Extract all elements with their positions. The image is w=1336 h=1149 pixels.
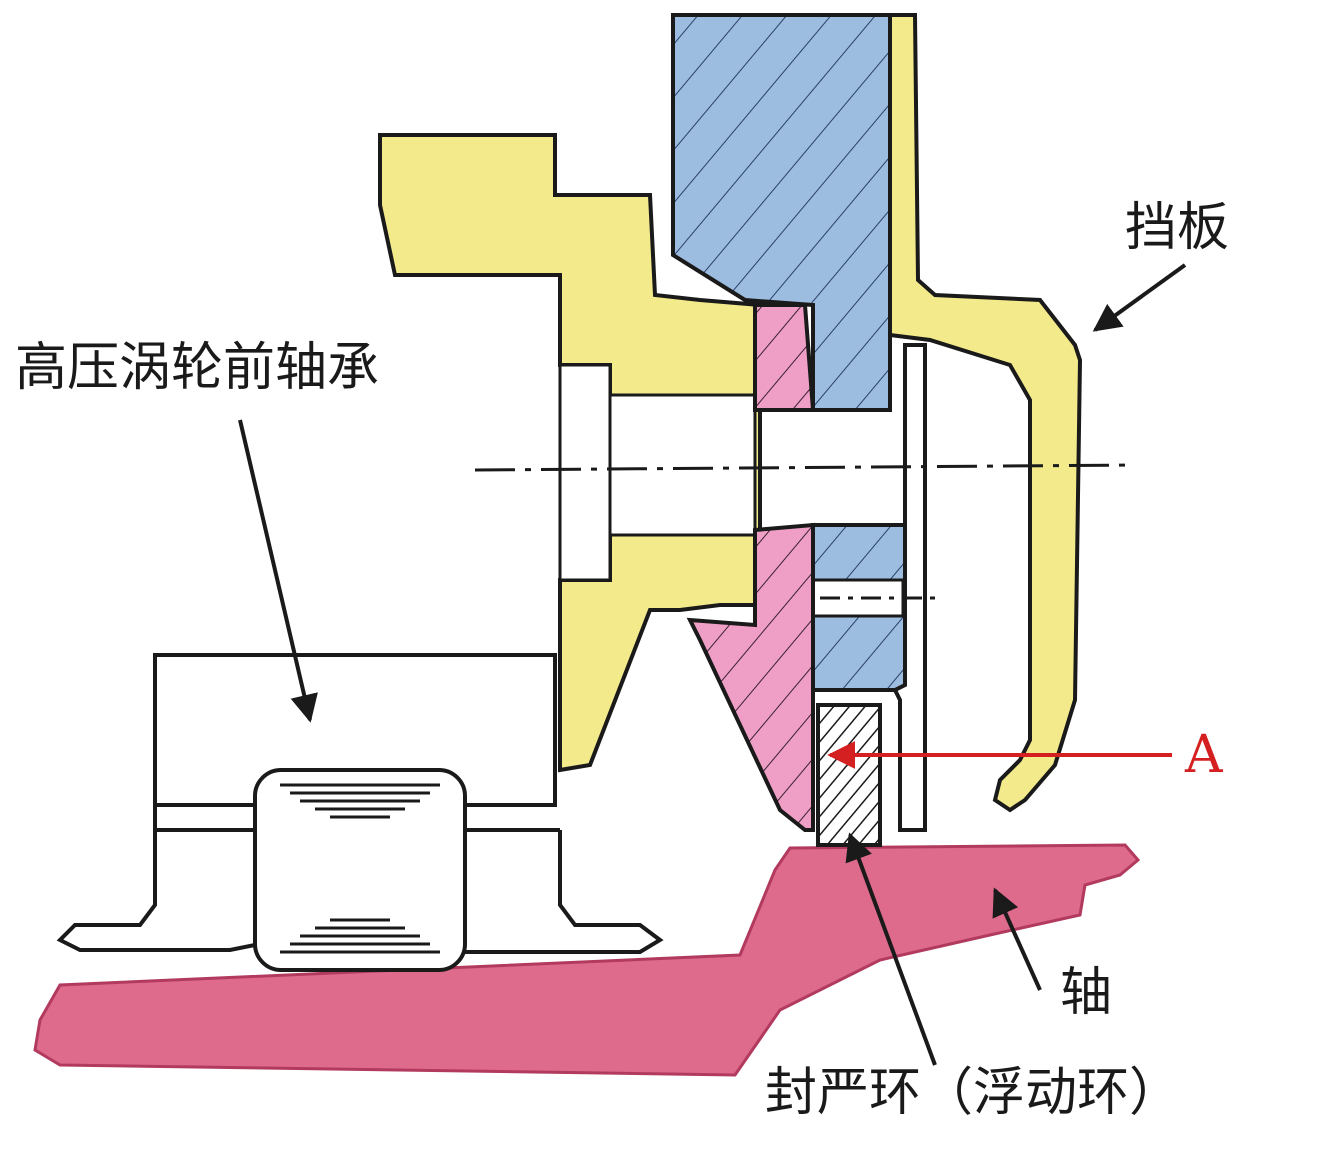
label-point-a: A (1184, 725, 1224, 785)
floating-seal-ring (816, 703, 882, 847)
yellow-part-slot (558, 363, 612, 582)
arrow-baffle (1092, 263, 1187, 332)
label-shaft: 轴 (1060, 963, 1112, 1023)
label-seal-ring: 封严环（浮动环） (765, 1063, 1181, 1123)
yellow-part-bore (608, 393, 757, 537)
label-baffle: 挡板 (1125, 198, 1229, 258)
yellow-baffle (888, 13, 1083, 813)
arrow-bearing (238, 419, 318, 723)
shaft-body (33, 843, 1141, 1077)
pink-seal-lower (686, 522, 815, 832)
centerline-main (474, 463, 1136, 472)
bearing-roller (253, 768, 467, 972)
pink-seal-upper (753, 303, 816, 412)
label-bearing: 高压涡轮前轴承 (15, 338, 379, 398)
arrow-shaft (992, 887, 1042, 991)
arrow-seal-ring (845, 832, 937, 1066)
seal-ring-holder (815, 343, 927, 832)
